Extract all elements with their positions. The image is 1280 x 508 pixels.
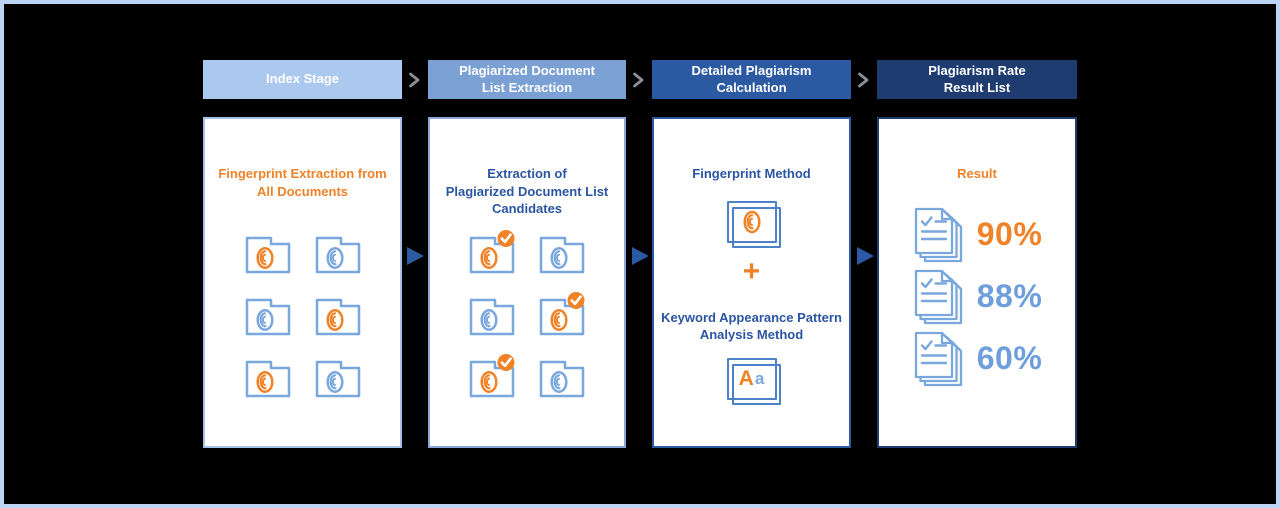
- folder-icon: [315, 360, 360, 398]
- plagiarism-rate-value: 88%: [976, 277, 1043, 314]
- method-label-keyword-pattern: Keyword Appearance Pattern Analysis Meth…: [661, 309, 842, 343]
- document-folder-blue-fingerprint: [538, 353, 586, 399]
- panel-inner: Extraction of Plagiarized Document List …: [430, 119, 624, 446]
- flow-arrow-icon: [407, 247, 424, 265]
- folder-icon: [469, 230, 515, 274]
- fingerprint-card-icon: [726, 200, 781, 248]
- folder-icon: [245, 298, 290, 336]
- result-row: 90%: [912, 205, 1043, 263]
- flow-arrow-icon: [857, 247, 874, 265]
- document-folder-orange-fingerprint-checked: [538, 291, 586, 337]
- panel-calculation-methods: Fingerprint Method + Keyword Appearance …: [652, 117, 851, 448]
- folder-icon: [539, 236, 585, 274]
- document-folder-orange-fingerprint: [244, 353, 292, 399]
- stage-header-detailed-plagiarism-calculation: Detailed Plagiarism Calculation: [652, 60, 851, 99]
- panel-title: Extraction of Plagiarized Document List …: [445, 166, 609, 217]
- document-folder-blue-fingerprint: [314, 353, 362, 399]
- stage-plagiarism-rate-result-list: Plagiarism Rate Result List Result 90% 88…: [877, 60, 1077, 448]
- panel-inner: Fingerprint Extraction from All Document…: [205, 119, 400, 446]
- flow-arrow-icon: [632, 247, 649, 265]
- report-document-stack-icon: [914, 269, 962, 324]
- keyword-aa-card-icon: A a: [726, 357, 781, 405]
- folder-icon: [469, 354, 515, 398]
- letter-a: a: [754, 369, 765, 389]
- panel-inner: Fingerprint Method + Keyword Appearance …: [654, 119, 849, 446]
- stage-header-plagiarism-rate-result-list: Plagiarism Rate Result List: [877, 60, 1077, 99]
- folder-icon: [315, 236, 360, 274]
- document-folder-grid: [244, 229, 362, 399]
- panel-title: Result: [957, 166, 997, 181]
- plagiarism-rate-value: 60%: [976, 339, 1043, 376]
- result-rows: 90% 88% 60%: [912, 205, 1043, 387]
- document-folder-blue-fingerprint: [314, 229, 362, 275]
- chevron-right-icon: [409, 72, 420, 88]
- panel-title-box: Fingerprint Extraction from All Document…: [218, 165, 386, 223]
- stage-plagiarized-list-extraction: Plagiarized Document List Extraction Ext…: [428, 60, 626, 448]
- method-label-fingerprint: Fingerprint Method: [692, 166, 811, 181]
- document-folder-blue-fingerprint: [244, 291, 292, 337]
- stage-header-plagiarized-document-list-extraction: Plagiarized Document List Extraction: [428, 60, 626, 99]
- folder-icon: [469, 298, 515, 336]
- document-folder-grid: [468, 229, 586, 399]
- chevron-right-icon: [633, 72, 644, 88]
- document-folder-orange-fingerprint: [314, 291, 362, 337]
- document-folder-orange-fingerprint: [244, 229, 292, 275]
- panel-fingerprint-extraction: Fingerprint Extraction from All Document…: [203, 117, 402, 448]
- result-row: 60%: [912, 329, 1043, 387]
- folder-icon: [539, 360, 585, 398]
- result-row: 88%: [912, 267, 1043, 325]
- document-folder-blue-fingerprint: [538, 229, 586, 275]
- panel-title: Fingerprint Extraction from All Document…: [218, 166, 387, 199]
- document-folder-blue-fingerprint: [468, 291, 516, 337]
- plus-sign: +: [742, 254, 761, 288]
- folder-icon: [315, 298, 360, 336]
- report-document-stack-icon: [914, 331, 962, 386]
- stage-index: Index Stage Fingerprint Extraction from …: [203, 60, 402, 448]
- panel-inner: Result 90% 88% 60%: [879, 119, 1075, 446]
- panel-results: Result 90% 88% 60%: [877, 117, 1077, 448]
- letter-A: A: [738, 367, 754, 391]
- stage-detailed-plagiarism-calculation: Detailed Plagiarism Calculation Fingerpr…: [652, 60, 851, 448]
- panel-candidate-extraction: Extraction of Plagiarized Document List …: [428, 117, 626, 448]
- report-document-stack-icon: [914, 207, 962, 262]
- stage-header-index-stage: Index Stage: [203, 60, 402, 99]
- plagiarism-rate-value: 90%: [976, 215, 1043, 252]
- chevron-right-icon: [858, 72, 869, 88]
- panel-title-box: Extraction of Plagiarized Document List …: [446, 165, 609, 223]
- document-folder-orange-fingerprint-checked: [468, 229, 516, 275]
- folder-icon: [539, 292, 585, 336]
- folder-icon: [245, 236, 290, 274]
- document-folder-orange-fingerprint-checked: [468, 353, 516, 399]
- folder-icon: [245, 360, 290, 398]
- fingerprint-glyph: [742, 210, 761, 233]
